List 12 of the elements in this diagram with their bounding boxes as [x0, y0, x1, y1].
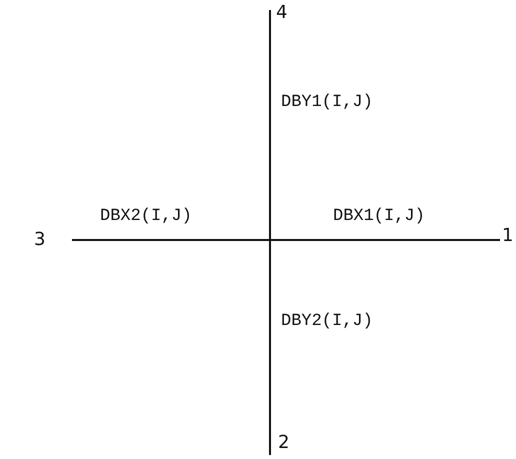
direction-number: 3	[34, 229, 84, 251]
edge-label: DBX1(I,J)	[333, 207, 425, 227]
direction-number: 4	[270, 2, 288, 24]
line	[269, 240, 271, 455]
edge-label: DBY1(I,J)	[281, 93, 373, 113]
line	[270, 239, 500, 241]
direction-number: 2	[270, 432, 290, 454]
line	[269, 10, 271, 240]
edge-label: DBX2(I,J)	[100, 207, 192, 227]
edge-label: DBY2(I,J)	[281, 312, 373, 332]
line	[72, 239, 270, 241]
direction-number: 1	[500, 225, 514, 247]
